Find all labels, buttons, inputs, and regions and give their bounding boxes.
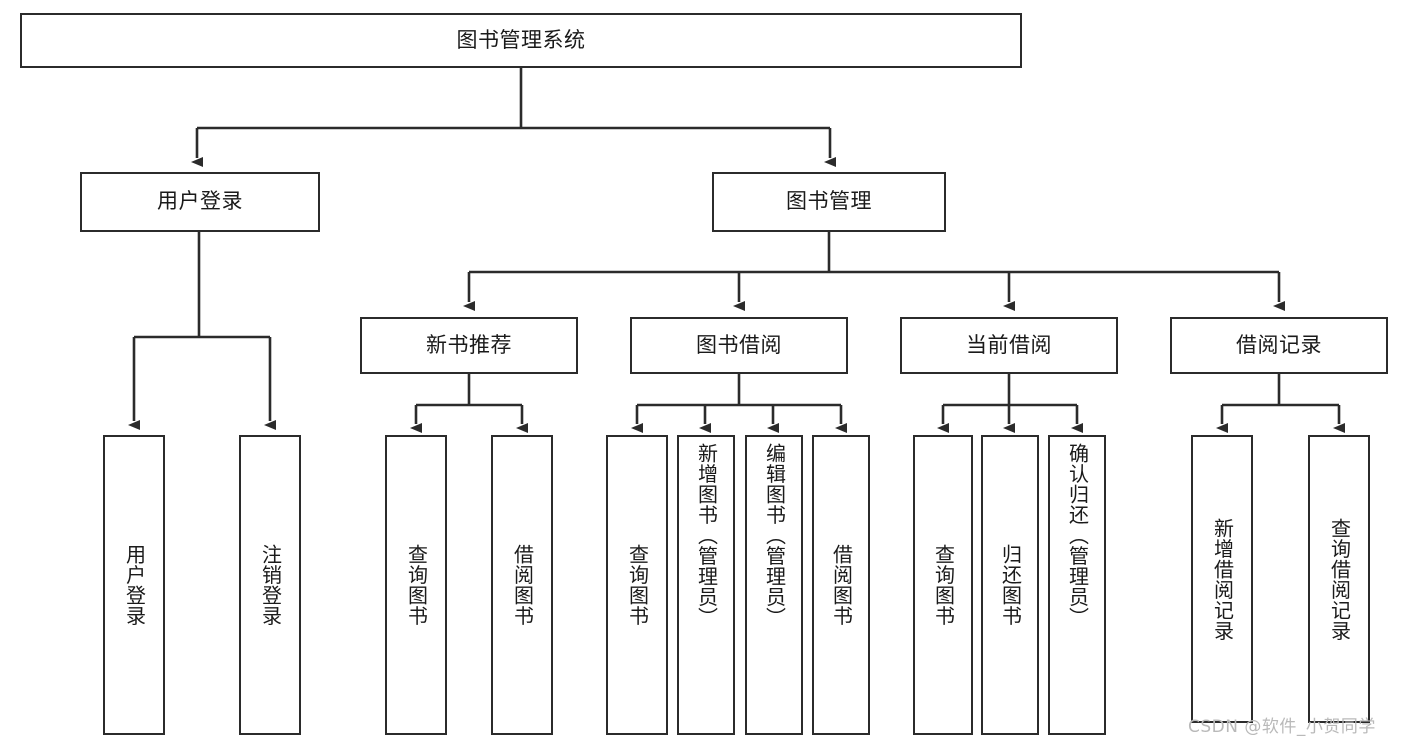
leaf-confirm-return-label: 确认归还（管理员） [1065, 443, 1090, 628]
leaf-return-book-label: 归还图书 [998, 544, 1023, 626]
leaf-query-book-1-label: 查询图书 [404, 544, 429, 626]
leaf-return-book[interactable]: 归还图书 [981, 435, 1039, 735]
node-borrow-record[interactable]: 借阅记录 [1170, 317, 1388, 374]
leaf-logout-login-label: 注销登录 [258, 544, 283, 626]
leaf-add-record-label: 新增借阅记录 [1210, 517, 1235, 641]
leaf-borrow-book-2-label: 借阅图书 [829, 544, 854, 626]
leaf-logout-login[interactable]: 注销登录 [239, 435, 301, 735]
leaf-edit-book-label: 编辑图书（管理员） [762, 443, 787, 628]
leaf-query-record[interactable]: 查询借阅记录 [1308, 435, 1370, 723]
leaf-user-login[interactable]: 用户登录 [103, 435, 165, 735]
leaf-add-book-label: 新增图书（管理员） [694, 443, 719, 628]
leaf-user-login-label: 用户登录 [122, 544, 147, 626]
node-book-borrow-label: 图书借阅 [696, 332, 782, 357]
leaf-borrow-book-1-label: 借阅图书 [510, 544, 535, 626]
node-new-book-recommend-label: 新书推荐 [426, 332, 512, 357]
node-borrow-record-label: 借阅记录 [1236, 332, 1322, 357]
node-new-book-recommend[interactable]: 新书推荐 [360, 317, 578, 374]
node-book-borrow[interactable]: 图书借阅 [630, 317, 848, 374]
leaf-borrow-book-2[interactable]: 借阅图书 [812, 435, 870, 735]
leaf-add-record[interactable]: 新增借阅记录 [1191, 435, 1253, 723]
leaf-query-book-2-label: 查询图书 [625, 544, 650, 626]
leaf-query-book-2[interactable]: 查询图书 [606, 435, 668, 735]
leaf-borrow-book-1[interactable]: 借阅图书 [491, 435, 553, 735]
leaf-confirm-return[interactable]: 确认归还（管理员） [1048, 435, 1106, 735]
node-current-borrow[interactable]: 当前借阅 [900, 317, 1118, 374]
node-root[interactable]: 图书管理系统 [20, 13, 1022, 68]
leaf-query-book-1[interactable]: 查询图书 [385, 435, 447, 735]
leaf-query-book-3[interactable]: 查询图书 [913, 435, 973, 735]
leaf-add-book[interactable]: 新增图书（管理员） [677, 435, 735, 735]
node-book-manage-label: 图书管理 [786, 189, 872, 214]
node-current-borrow-label: 当前借阅 [966, 332, 1052, 357]
node-root-label: 图书管理系统 [456, 27, 586, 52]
csdn-watermark: CSDN @软件_小贺同学 [1188, 717, 1376, 737]
node-book-manage[interactable]: 图书管理 [712, 172, 946, 232]
leaf-query-book-3-label: 查询图书 [931, 544, 956, 626]
leaf-edit-book[interactable]: 编辑图书（管理员） [745, 435, 803, 735]
node-user-login[interactable]: 用户登录 [80, 172, 320, 232]
node-user-login-label: 用户登录 [157, 189, 243, 214]
leaf-query-record-label: 查询借阅记录 [1327, 517, 1352, 641]
